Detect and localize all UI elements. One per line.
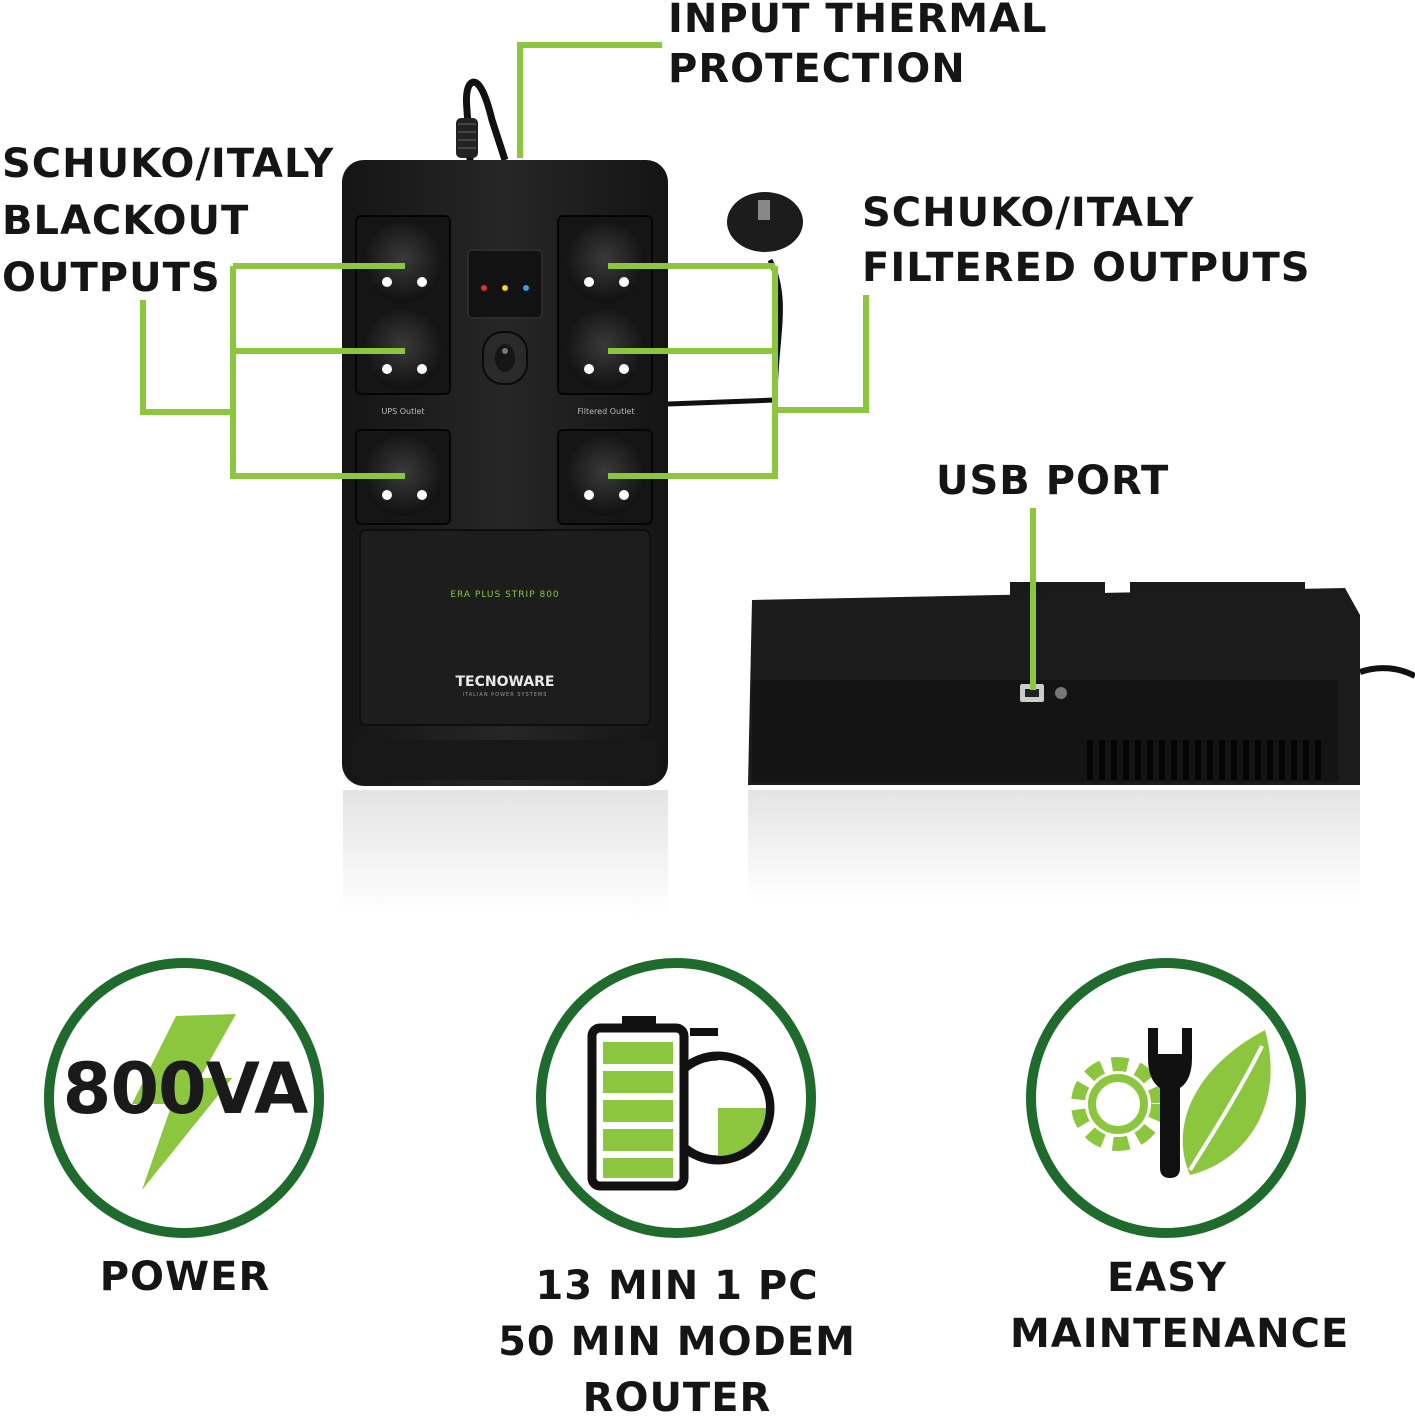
filtered-outlet-text: Filtered Outlet	[577, 407, 635, 416]
schuko-plug	[667, 192, 803, 407]
lightning-icon	[132, 1014, 236, 1190]
socket	[565, 310, 645, 390]
gear-wrench-leaf-icon	[1071, 1028, 1271, 1178]
maintenance-ring	[1026, 958, 1306, 1238]
ups-outlet-text: UPS Outlet	[381, 407, 425, 416]
blackout-outputs-label: SCHUKO/ITALY BLACKOUT OUTPUTS	[2, 141, 335, 302]
brand-tagline: ITALIAN POWER SYSTEMS	[462, 692, 548, 698]
led-panel	[467, 249, 543, 319]
brand-logo: TECNOWARE	[455, 674, 555, 690]
ups-horizontal	[748, 582, 1415, 900]
model-name: ERA PLUS STRIP 800	[450, 590, 560, 600]
usb-port-label: USB PORT	[936, 458, 1170, 504]
filtered-outputs-label: SCHUKO/ITALY FILTERED OUTPUTS	[862, 190, 1311, 292]
socket	[565, 436, 645, 516]
power-label: POWER	[99, 1254, 271, 1300]
input-thermal-label: INPUT THERMAL PROTECTION	[668, 0, 1048, 92]
power-cable	[456, 78, 509, 162]
battery-timer-icon	[587, 1016, 775, 1191]
power-value: 800VA	[62, 1048, 309, 1130]
runtime-label: 13 MIN 1 PC 50 MIN MODEM ROUTER	[498, 1263, 856, 1421]
power-ring	[44, 958, 324, 1238]
ups-tower	[342, 160, 668, 786]
maintenance-label: EASY MAINTENANCE	[1010, 1255, 1350, 1357]
product-illustration	[44, 42, 1415, 1238]
socket	[565, 223, 645, 303]
callout-lines	[140, 42, 1036, 690]
tower-reflection	[343, 790, 668, 915]
runtime-ring	[536, 958, 816, 1238]
